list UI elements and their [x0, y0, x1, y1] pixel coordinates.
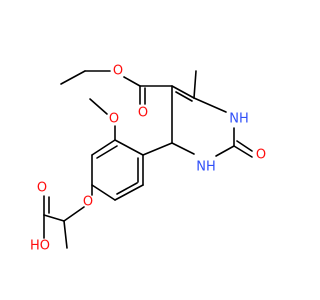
atom-o-methoxy: O — [109, 112, 119, 127]
bond-ar-inner-1 — [96, 145, 118, 159]
bond-ch-cooh — [43, 214, 65, 222]
bond-c2-o-double-a — [233, 145, 253, 158]
bond-methoxy-o-ch3 — [89, 98, 108, 115]
atom-nh-top: NH — [229, 112, 249, 127]
atom-o-urea: O — [256, 148, 266, 163]
atom-oh-acid: HO — [30, 239, 50, 254]
bond-ar4-ar5 — [91, 184, 116, 201]
structure-diagram: O O NH O NH O O O HO — [30, 64, 266, 254]
bond-ester-o-c — [123, 76, 141, 87]
atom-o-aryl-ether: O — [83, 195, 93, 210]
bond-ar2-ar3 — [91, 139, 116, 156]
bond-ch-methyl — [63, 220, 68, 249]
bond-c2-o-double-b — [236, 140, 253, 152]
bond-c5-c6-double-a — [171, 85, 195, 99]
atom-o-ester-carbonyl: O — [138, 106, 148, 121]
bond-o-ether-ch — [63, 206, 85, 222]
bond-c6-methyl — [193, 70, 197, 99]
bond-c2-n3 — [215, 145, 235, 157]
atom-o-acid-carbonyl: O — [37, 181, 47, 196]
bond-c5-c6-double-b — [175, 91, 193, 102]
bond-ar5-ar6 — [114, 184, 144, 201]
bond-n3-c4 — [171, 142, 195, 155]
bond-ar-inner-2 — [116, 182, 138, 195]
molecule-canvas: O O NH O NH O O O HO — [30, 64, 266, 254]
bond-ethyl-ch3-ch2 — [60, 70, 86, 85]
bond-c4-aryl — [142, 142, 173, 156]
bond-c6-n1 — [193, 97, 227, 113]
atom-nh-bottom: NH — [196, 160, 216, 175]
bond-ar1-ar2 — [114, 139, 144, 156]
atom-o-ester-ether: O — [113, 64, 123, 79]
